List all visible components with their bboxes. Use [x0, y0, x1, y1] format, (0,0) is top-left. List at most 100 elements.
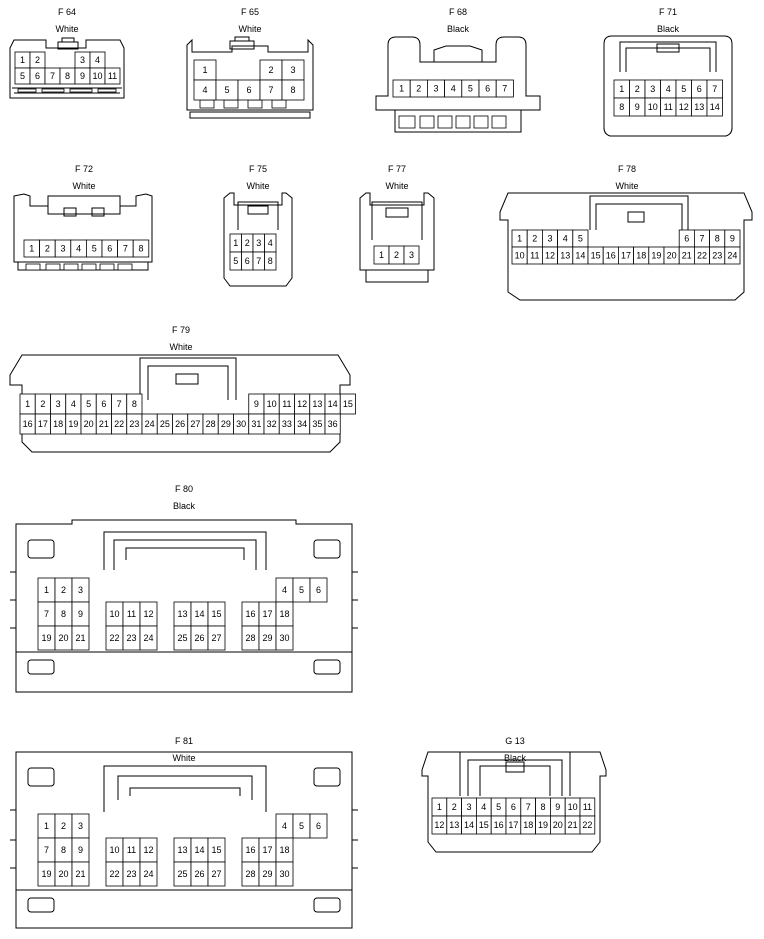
f71-pin-label: 14 — [710, 102, 720, 112]
f80-pin-label: 8 — [61, 609, 66, 619]
f80-pin-label: 5 — [299, 585, 304, 595]
f81-pin-label: 22 — [109, 869, 119, 879]
f64-housing — [9, 37, 125, 99]
f64-pin-label: 1 — [20, 55, 25, 65]
f75-pin-cell — [264, 251, 277, 271]
f78-pin-label: 11 — [530, 251, 539, 261]
f65-pin-label: 3 — [290, 65, 295, 75]
f65-pin-label: 6 — [246, 85, 251, 95]
f78-pin-label: 24 — [727, 251, 737, 261]
f78-pin-label: 21 — [682, 251, 692, 261]
f81-pin-label: 1 — [44, 821, 49, 831]
f68-id: F 68 — [449, 7, 467, 17]
f78-pin-label: 15 — [591, 251, 601, 261]
f72-pin-cell — [132, 239, 150, 258]
f81-pin-label: 30 — [279, 869, 289, 879]
f79-pin-label: 18 — [53, 419, 63, 429]
f75-pin-label: 1 — [233, 238, 238, 248]
f79-pin-label: 22 — [114, 419, 124, 429]
f65-id: F 65 — [241, 7, 259, 17]
f71-pin-cell — [706, 97, 723, 117]
f72-pin-label: 4 — [76, 244, 81, 254]
f75-housing — [223, 192, 293, 287]
f77-color: White — [385, 181, 408, 191]
f81-pin-label: 5 — [299, 821, 304, 831]
f77-housing — [359, 192, 435, 283]
f72-pin-label: 3 — [60, 244, 65, 254]
f64-pin-label: 9 — [80, 71, 85, 81]
f65-color: White — [238, 24, 261, 34]
f78-pin-label: 6 — [684, 234, 689, 244]
f81-pin-label: 14 — [194, 845, 204, 855]
f80-pin-cell — [275, 625, 294, 651]
f79-pin-label: 23 — [129, 419, 139, 429]
f80-pin-label: 10 — [109, 609, 119, 619]
f71-pin-label: 3 — [650, 84, 655, 94]
g13-pin-label: 21 — [568, 820, 578, 830]
f79-pin-label: 16 — [23, 419, 33, 429]
f80-pin-label: 6 — [316, 585, 321, 595]
g13-pin-label: 13 — [449, 820, 459, 830]
f78-pin-label: 5 — [578, 234, 583, 244]
f78-pin-label: 17 — [621, 251, 631, 261]
f65-pin-label: 7 — [268, 85, 273, 95]
g13-pin-label: 17 — [508, 820, 518, 830]
f72-id: F 72 — [75, 164, 93, 174]
f71-pin-label: 12 — [679, 102, 689, 112]
f64-pin-label: 4 — [95, 55, 100, 65]
g13-pin-label: 15 — [479, 820, 489, 830]
f79-pin-label: 17 — [38, 419, 48, 429]
f81-pin-cell — [71, 861, 90, 887]
f78-pin-label: 14 — [575, 251, 585, 261]
f81-pin-label: 12 — [143, 845, 153, 855]
f64-pin-label: 7 — [50, 71, 55, 81]
f72-color: White — [72, 181, 95, 191]
f65-pin-label: 5 — [224, 85, 229, 95]
f77-pin-cell — [403, 245, 420, 265]
f72-pin-label: 2 — [45, 244, 50, 254]
f81-pin-label: 10 — [109, 845, 119, 855]
f81-pin-cell — [309, 813, 328, 839]
f81-pin-label: 4 — [282, 821, 287, 831]
g13-pin-cell — [579, 815, 596, 835]
g13-pin-label: 14 — [464, 820, 474, 830]
f80-pin-label: 20 — [58, 633, 68, 643]
g13-pin-label: 6 — [511, 802, 516, 812]
f81-pin-label: 3 — [78, 821, 83, 831]
f81-pin-label: 8 — [61, 845, 66, 855]
f75-pin-label: 3 — [256, 238, 261, 248]
f71-pin-label: 11 — [664, 102, 673, 112]
f78-pin-label: 16 — [606, 251, 616, 261]
f79-pin-label: 13 — [312, 399, 322, 409]
f64-pin-label: 2 — [35, 55, 40, 65]
f79-pin-label: 29 — [221, 419, 231, 429]
f79-pin-label: 10 — [267, 399, 277, 409]
f71-pin-label: 9 — [635, 102, 640, 112]
f81-pin-label: 6 — [316, 821, 321, 831]
f71-pin-label: 6 — [697, 84, 702, 94]
f71-pin-label: 7 — [712, 84, 717, 94]
f80-color: Black — [173, 501, 196, 511]
f81-pin-label: 2 — [61, 821, 66, 831]
f80-pin-label: 16 — [245, 609, 255, 619]
f81-pin-label: 7 — [44, 845, 49, 855]
f78-color: White — [615, 181, 638, 191]
f72-pin-label: 6 — [107, 244, 112, 254]
g13-pin-label: 5 — [496, 802, 501, 812]
f81-pin-label: 19 — [41, 869, 51, 879]
f80-pin-cell — [139, 625, 158, 651]
f81-id: F 81 — [175, 736, 193, 746]
f78-pin-label: 13 — [560, 251, 570, 261]
f79-pin-label: 7 — [117, 399, 122, 409]
f71-color: Black — [657, 24, 680, 34]
g13-pin-label: 9 — [555, 802, 560, 812]
g13-pin-label: 16 — [494, 820, 504, 830]
f64-color: White — [55, 24, 78, 34]
